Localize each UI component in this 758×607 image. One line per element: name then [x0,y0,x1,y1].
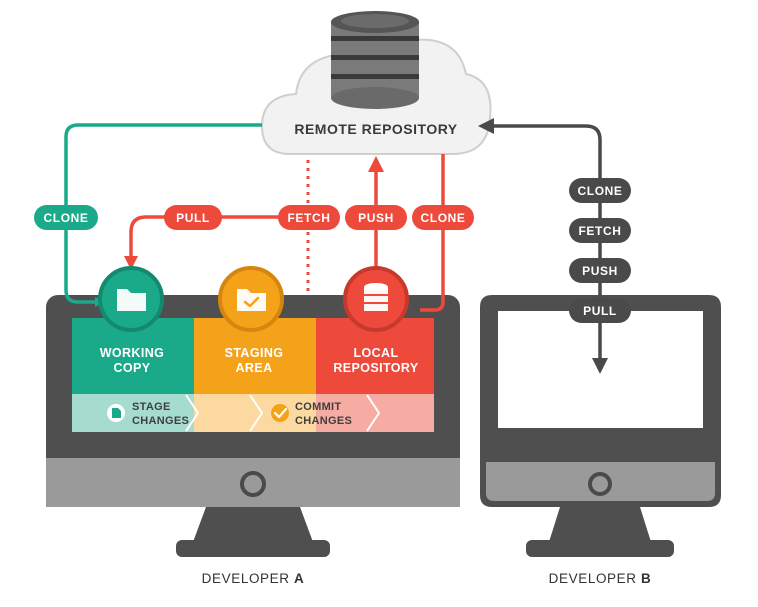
developer-a-label-prefix: DEVELOPER [202,571,294,586]
developer-b-down-arrowhead [592,358,608,374]
monitor-b-stand [549,507,651,542]
panel-local-repository-line2: REPOSITORY [333,361,419,375]
clone-pill-right-label: CLONE [421,211,466,225]
fetch-pill-label: FETCH [288,211,331,225]
working-copy-circle [98,266,164,332]
monitor-a-stand [193,507,313,542]
monitor-a-base [176,540,330,557]
document-icon [107,404,125,422]
developer-b-label-letter: B [641,571,651,586]
step-chevron-3 [366,394,381,432]
monitor-b-base [526,540,674,557]
cloud-label: REMOTE REPOSITORY [294,121,457,137]
pull-pill: PULL [164,205,222,230]
monitor-b-power-button [588,472,612,496]
developer-b-pull-pill: PULL [569,298,631,323]
step-chevron-1 [185,394,200,432]
step-strip-orange [194,394,316,432]
check-circle-icon [271,404,289,422]
developer-b-fetch-pill: FETCH [569,218,631,243]
clone-pill-left-label: CLONE [44,211,89,225]
step-commit-line2: CHANGES [295,415,352,427]
staging-area-circle [218,266,284,332]
monitor-a-power-button [240,471,266,497]
pull-arrowhead [124,256,138,270]
step-stage-line2: CHANGES [132,415,189,427]
developer-b-label: DEVELOPER B [549,571,652,586]
monitor-b-bezel-bottom [486,462,715,501]
step-chevron-2 [249,394,264,432]
step-strip-teal [72,394,194,432]
developer-b-fetch-label: FETCH [579,224,622,238]
push-arrowhead [368,156,384,172]
developer-b-clone-pill: CLONE [569,178,631,203]
database-icon [331,11,419,109]
clone-pill-left: CLONE [34,205,98,230]
step-strip-red [316,394,434,432]
panel-working-copy-line2: COPY [113,361,150,375]
push-pill: PUSH [345,205,407,230]
developer-b-cloud-arrowhead [478,118,494,134]
panel-staging-area-line2: AREA [235,361,272,375]
fetch-pill: FETCH [278,205,340,230]
folder-icon [117,289,146,311]
remote-repository-cloud: REMOTE REPOSITORY [260,11,492,155]
developer-a-panels: WORKING COPY STAGING AREA LOCAL REPOSITO… [72,318,434,432]
clone-pill-right: CLONE [412,205,474,230]
developer-b-push-label: PUSH [582,264,618,278]
step-stage-line1: STAGE [132,401,171,413]
developer-b-pull-label: PULL [583,304,617,318]
panel-staging-area-line1: STAGING [225,346,284,360]
developer-a-label: DEVELOPER A [202,571,305,586]
developer-a-label-letter: A [294,571,304,586]
developer-b-clone-label: CLONE [578,184,623,198]
pull-flow-arrow [129,215,310,262]
clone-right-flow-line [420,154,445,312]
developer-b-flow-line [492,124,602,360]
panel-working-copy-line1: WORKING [100,346,165,360]
push-pill-label: PUSH [358,211,394,225]
panel-local-repository-line1: LOCAL [353,346,398,360]
folder-check-icon [237,289,266,311]
step-commit-line1: COMMIT [295,401,341,413]
developer-b-label-prefix: DEVELOPER [549,571,641,586]
local-repository-circle [343,266,409,332]
monitor-b [480,295,721,557]
pull-pill-label: PULL [176,211,210,225]
database-small-icon [364,283,388,311]
developer-b-push-pill: PUSH [569,258,631,283]
